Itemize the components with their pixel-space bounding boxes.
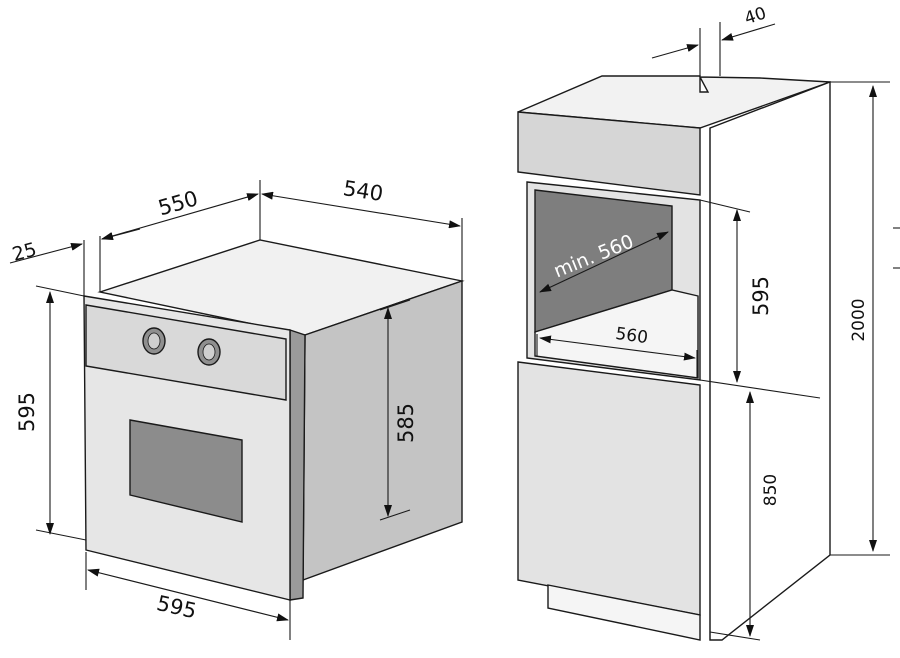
dim-total-depth: 550 [155,186,200,220]
cabinet-plinth [547,584,701,641]
oven-drawing [83,239,465,601]
cabinet-side [709,80,831,641]
cabinet-lower-front [517,361,701,616]
dim-top-depth: 540 [341,176,384,206]
oven-control-panel [85,304,287,401]
cabinet-top-front [517,111,701,196]
dim-base-height: 850 [761,474,781,506]
dim-front-thickness: 25 [10,238,39,266]
cabinet-top [517,75,831,129]
dim-total-height: 2000 [849,298,869,341]
dim-top-offset: 40 [742,3,769,29]
dim-niche-width: 560 [614,324,649,348]
knob-icon [197,338,221,366]
dim-niche-height: 595 [749,276,773,316]
dim-front-height: 595 [15,392,39,432]
knob-icon [142,327,166,355]
oven-front-edge [289,329,306,601]
oven-door-window [129,419,243,523]
dim-body-height: 585 [394,403,418,443]
cabinet-drawing [517,75,831,641]
